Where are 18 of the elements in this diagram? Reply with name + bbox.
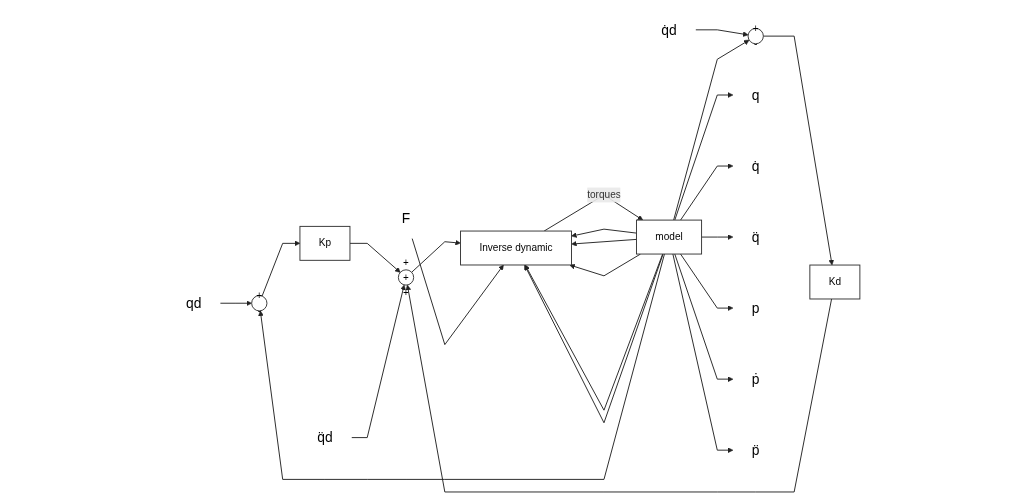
- node-text: q: [751, 87, 760, 103]
- node-text: q̈: [751, 229, 760, 245]
- node-label: +: [403, 286, 409, 298]
- node-text: qd: [185, 295, 202, 312]
- edge-label: torques: [587, 189, 621, 200]
- node-text: q̇: [751, 158, 760, 174]
- node-box: Kd: [809, 264, 861, 300]
- node-text: F: [401, 210, 411, 227]
- node-text: ṗ: [751, 371, 760, 387]
- node-label: +: [403, 256, 409, 268]
- node-box: Kp: [299, 225, 351, 261]
- node-circle: +: [397, 269, 415, 286]
- node-box: model: [636, 219, 703, 255]
- node-text: p: [751, 300, 760, 316]
- node-text: p̈: [751, 442, 760, 459]
- node-text: q̇d: [661, 21, 677, 38]
- node-text: q̈d: [317, 429, 333, 446]
- node-box: Inverse dynamic: [460, 230, 572, 266]
